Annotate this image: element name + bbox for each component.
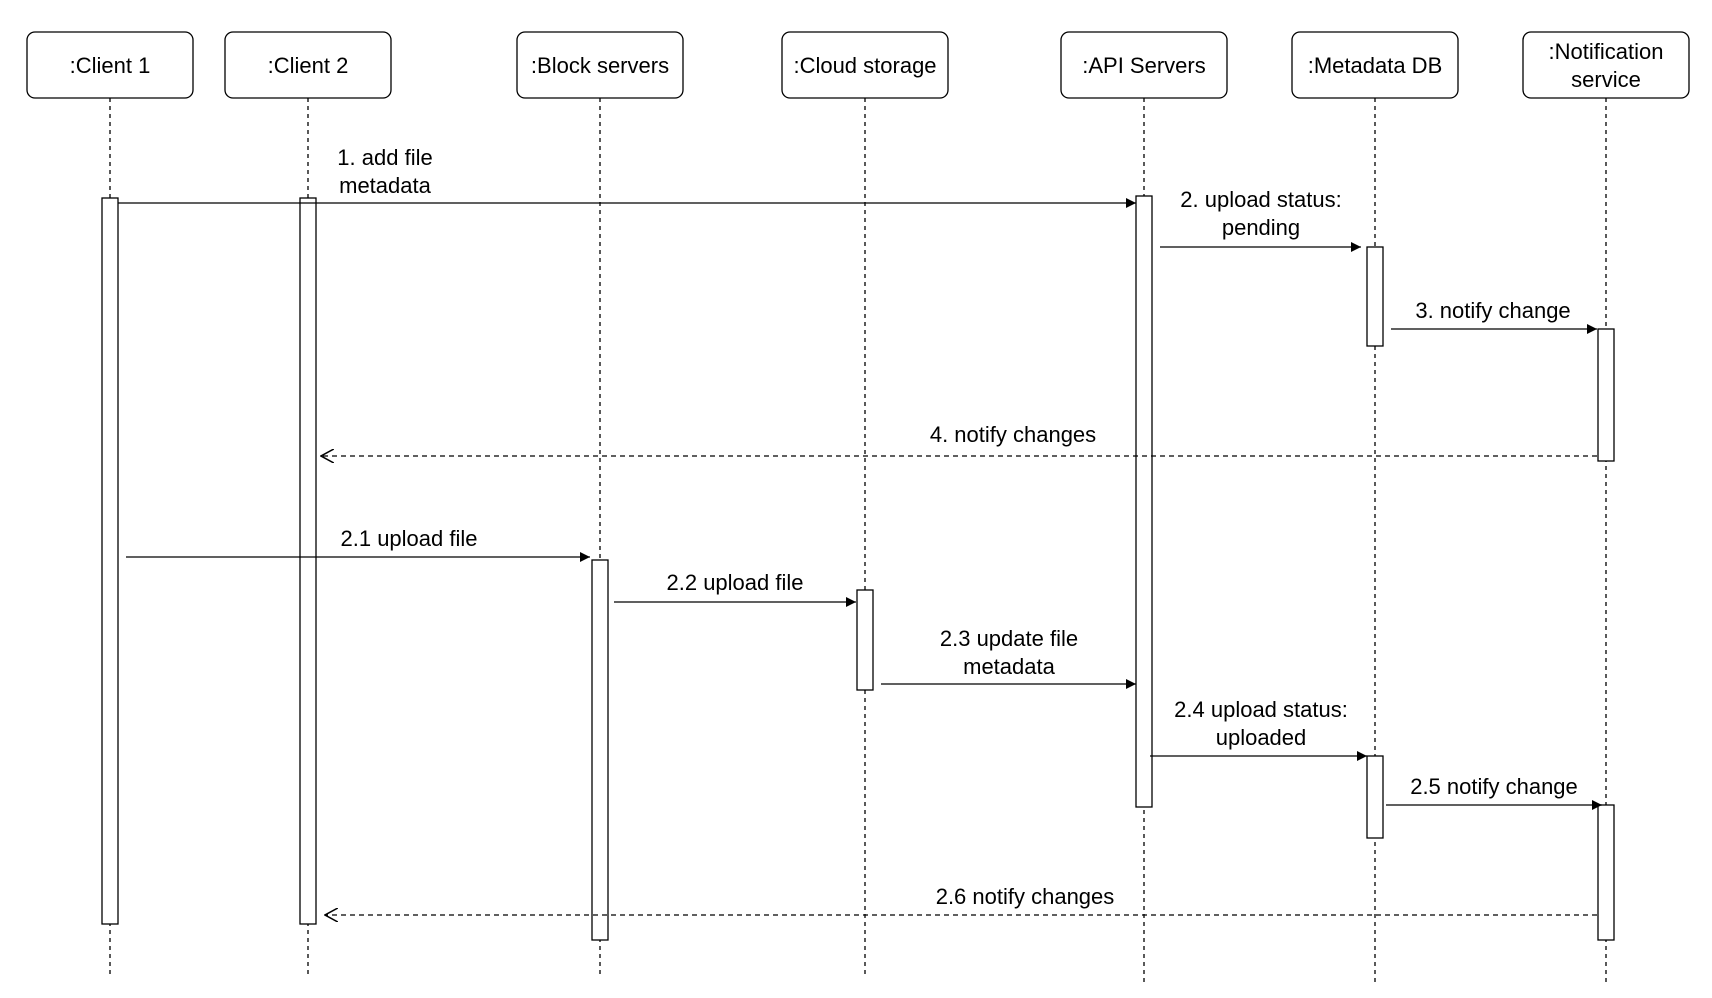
activation-bar xyxy=(1597,328,1615,462)
message-label: 3. notify change xyxy=(1415,298,1570,323)
participant-label: :Client 2 xyxy=(268,53,349,78)
message-label: 1. add file xyxy=(337,145,432,170)
activation-bar xyxy=(1366,246,1384,347)
message-label: 2.3 update file xyxy=(940,626,1078,651)
message: 2.4 upload status: uploaded xyxy=(1150,697,1367,761)
participant-label: :Notification xyxy=(1549,39,1664,64)
participant-label: :Cloud storage xyxy=(793,53,936,78)
message: 2.1 upload file xyxy=(126,526,590,562)
participant-label: :Block servers xyxy=(531,53,669,78)
participant-header: :Block servers xyxy=(516,31,684,99)
lifelines xyxy=(109,98,1607,984)
message-label: 4. notify changes xyxy=(930,422,1096,447)
message: 2.6 notify changes xyxy=(325,884,1597,915)
participant-box xyxy=(1291,31,1459,99)
participant-label: :API Servers xyxy=(1082,53,1205,78)
activation-bar xyxy=(1597,804,1615,941)
activation-bar xyxy=(299,197,317,925)
message: 3. notify change xyxy=(1391,298,1597,334)
message-label: uploaded xyxy=(1216,725,1307,750)
message: 1. add file metadata xyxy=(118,145,1136,208)
message-label: metadata xyxy=(963,654,1055,679)
message-label: 2.6 notify changes xyxy=(936,884,1115,909)
message: 4. notify changes xyxy=(321,422,1597,456)
message-label: pending xyxy=(1222,215,1300,240)
message: 2.5 notify change xyxy=(1386,774,1602,810)
message: 2.2 upload file xyxy=(614,570,856,607)
participant-box xyxy=(1060,31,1228,99)
participant-header: :Notification service xyxy=(1522,31,1690,99)
messages: 1. add file metadata 2. upload status: pend… xyxy=(118,145,1602,915)
participant-box xyxy=(224,31,392,99)
participant-header: :API Servers xyxy=(1060,31,1228,99)
participant-label: :Client 1 xyxy=(70,53,151,78)
participant-label: service xyxy=(1571,67,1641,92)
participant-header: :Client 1 xyxy=(26,31,194,99)
activation-bar xyxy=(591,559,609,941)
activation-bars xyxy=(101,195,1615,941)
message: 2.3 update file metadata xyxy=(881,626,1136,689)
activation-bar xyxy=(856,589,874,691)
participant-headers: :Client 1 :Client 2 :Block servers :Cloud s… xyxy=(26,31,1690,99)
message: 2. upload status: pending xyxy=(1160,187,1361,252)
participant-box xyxy=(1522,31,1690,99)
participant-box xyxy=(26,31,194,99)
message-label: metadata xyxy=(339,173,431,198)
message-label: 2.1 upload file xyxy=(341,526,478,551)
activation-bar xyxy=(1366,755,1384,839)
participant-header: :Client 2 xyxy=(224,31,392,99)
participant-header: :Cloud storage xyxy=(781,31,949,99)
message-label: 2.2 upload file xyxy=(667,570,804,595)
participant-label: :Metadata DB xyxy=(1308,53,1443,78)
activation-bar xyxy=(1135,195,1153,808)
message-label: 2. upload status: xyxy=(1180,187,1341,212)
participant-box xyxy=(516,31,684,99)
participant-header: :Metadata DB xyxy=(1291,31,1459,99)
participant-box xyxy=(781,31,949,99)
activation-bar xyxy=(101,197,119,925)
message-label: 2.4 upload status: xyxy=(1174,697,1348,722)
message-label: 2.5 notify change xyxy=(1410,774,1578,799)
